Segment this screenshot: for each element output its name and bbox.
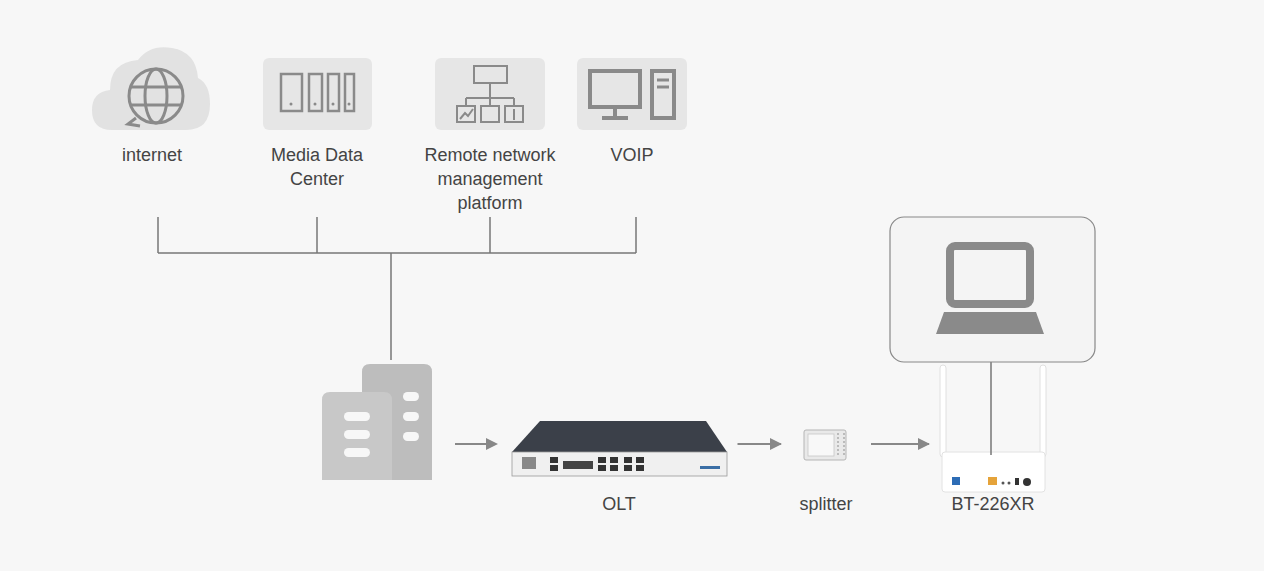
computer-icon [577,58,687,130]
node-label: VOIP [577,143,687,167]
network-icon [435,58,545,130]
router-device [940,365,1046,492]
uplink-arrow [455,438,498,450]
node-label: BT-226XR [939,492,1047,516]
splitter-device [804,430,846,460]
device-node: OLT [511,421,728,516]
building-icon [322,364,432,480]
node-label: splitter [791,492,861,516]
arrow-connector [871,443,929,445]
bus-lines [158,217,636,360]
icon-node: Remote network management platform [414,58,566,215]
cloud-icon [92,47,210,130]
illustration-space [414,58,566,143]
illustration-space [261,58,373,143]
arrow-connector [738,443,782,445]
server-icon [263,58,372,130]
illustration-space [93,44,211,143]
device-node: splitter [791,426,861,516]
node-label: Remote network management platform [414,143,566,215]
node-label: Media Data Center [261,143,373,191]
icon-node: Media Data Center [261,58,373,191]
illustration-space [577,58,687,143]
illustration-space [511,421,728,492]
laptop-panel [890,217,1095,455]
node-label: internet [93,143,211,167]
illustration-space [939,365,1047,492]
icon-node: internet [93,44,211,167]
olt-device [512,421,727,476]
icon-node: VOIP [577,58,687,167]
node-label: OLT [511,492,728,516]
illustration-space [791,426,861,492]
device-node: BT-226XR [939,365,1047,516]
